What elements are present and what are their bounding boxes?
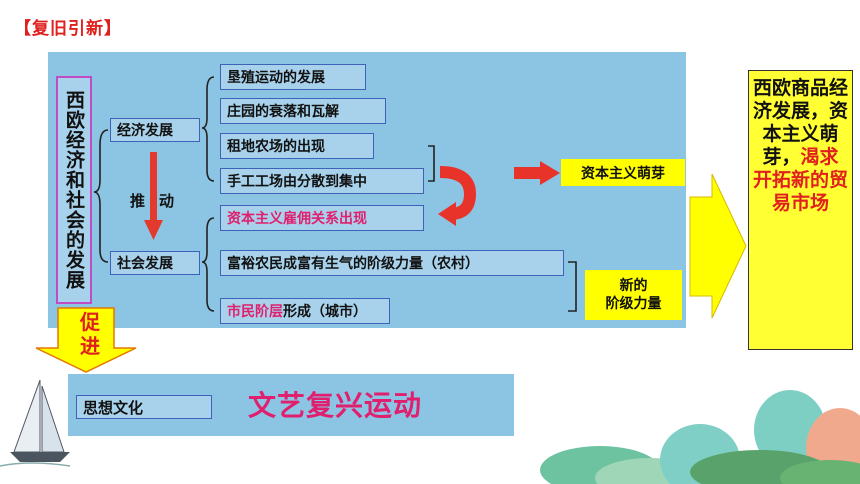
right-note-black-text: 西欧商品经济发展，资本主义萌芽， xyxy=(753,77,849,168)
new-class-force-box: 新的 阶级力量 xyxy=(585,270,682,320)
decorative-bushes-icon xyxy=(540,390,860,484)
culture-label: 思想文化 xyxy=(76,395,212,419)
economy-item: 租地农场的出现 xyxy=(220,133,374,159)
right-note-red-text: 渴求开拓新的贸易市场 xyxy=(753,146,849,214)
society-item: 资本主义雇佣关系出现 xyxy=(220,205,424,231)
society-item-highlight: 市民阶层 xyxy=(227,304,283,320)
capitalism-sprout-box: 资本主义萌芽 xyxy=(561,159,685,186)
push-label: 推动 xyxy=(130,192,189,210)
right-note-box: 西欧商品经济发展，资本主义萌芽，渴求开拓新的贸易市场 xyxy=(748,70,853,350)
society-item-rest: 形成（城市） xyxy=(283,304,367,320)
left-title-box: 西欧经济和社会的发展 xyxy=(56,76,92,304)
economy-item: 手工工场由分散到集中 xyxy=(220,168,424,194)
economy-label: 经济发展 xyxy=(110,118,200,142)
economy-item: 庄园的衰落和瓦解 xyxy=(220,98,386,124)
society-label: 社会发展 xyxy=(110,251,200,275)
economy-item: 垦殖运动的发展 xyxy=(220,64,366,90)
left-title: 西欧经济和社会的发展 xyxy=(63,90,85,290)
promote-label: 促进 xyxy=(80,310,100,358)
review-tag: 【复旧引新】 xyxy=(14,19,122,39)
sailboat-icon xyxy=(0,379,71,467)
society-item: 市民阶层形成（城市） xyxy=(220,298,390,324)
renaissance-title: 文艺复兴运动 xyxy=(248,389,423,422)
society-item: 富裕农民成富有生气的阶级力量（农村） xyxy=(220,250,564,276)
